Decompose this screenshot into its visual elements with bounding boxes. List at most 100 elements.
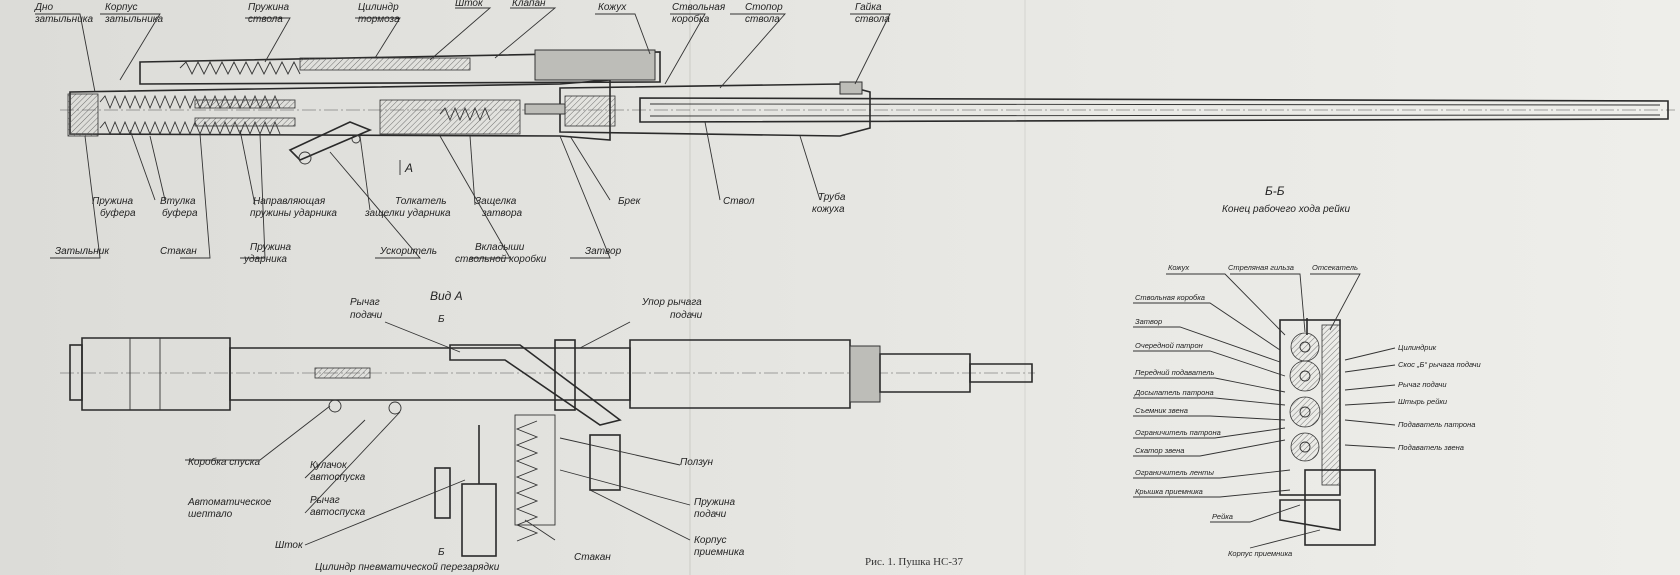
label-accelerator: Ускоритель <box>379 246 437 257</box>
barrel-outline <box>639 97 1669 123</box>
bb-label-next-round: Очередной патрон <box>1135 341 1203 350</box>
bb-label-rack-pin: Штырь рейки <box>1398 397 1448 406</box>
receiver-body-bb <box>1304 469 1376 546</box>
firing-pin-guide <box>194 99 296 109</box>
label-trigger-box: Коробка спуска <box>188 456 260 468</box>
top-labels: Дно затыльника Корпус затыльника Пружина… <box>34 0 890 265</box>
view-a-drawing <box>60 337 1035 557</box>
label-guide-2: пружины ударника <box>250 208 337 219</box>
cut-mark-b-bottom: Б <box>438 547 445 558</box>
label-liners-2: ствольной коробки <box>455 253 547 265</box>
buttplate <box>67 93 99 137</box>
label-receiver-body-2: приемника <box>694 547 745 558</box>
view-a-jacket <box>629 339 851 409</box>
label-guide-1: Направляющая <box>253 196 326 207</box>
section-bb-subtitle: Конец рабочего хода рейки <box>1222 203 1350 215</box>
barrel-nut <box>839 81 863 95</box>
label-cup-a: Стакан <box>574 552 611 563</box>
bb-label-casing: Кожух <box>1168 263 1189 272</box>
label-casing: Кожух <box>598 2 627 13</box>
label-buttplate: Затыльник <box>55 246 110 257</box>
label-receiver-2: коробка <box>672 13 710 25</box>
label-buffer-spring-2: буфера <box>100 207 136 219</box>
bb-label-receiver: Ствольная коробка <box>1135 293 1205 302</box>
bb-label-link-remover: Съемник звена <box>1135 406 1188 415</box>
brake-cylinder <box>139 51 661 85</box>
spent-case <box>1290 332 1320 362</box>
label-valve: Клапан <box>512 0 546 9</box>
section-bb-labels: Б-Б Конец рабочего хода рейки Кожух Ство… <box>1134 184 1482 558</box>
label-pusher-1: Толкатель <box>395 196 447 207</box>
label-butt-body-1: Корпус <box>105 2 138 13</box>
label-feed-spring-2: подачи <box>694 509 727 520</box>
label-auto-lever-1: Рычаг <box>310 495 340 506</box>
trigger-box <box>314 367 371 379</box>
label-receiver-1: Ствольная <box>672 2 726 13</box>
label-rod-a: Шток <box>275 540 304 551</box>
label-firing-spring-2: ударника <box>243 254 287 265</box>
barrel-spring <box>179 60 301 76</box>
figure-caption: Рис. 1. Пушка НС-37 <box>865 556 964 568</box>
view-a-title: Вид А <box>430 289 463 303</box>
view-a-labels: Вид А Б Б Рычаг подачи Упор рычага подач… <box>187 289 745 573</box>
bb-label-receiver-body: Корпус приемника <box>1228 549 1292 558</box>
label-cam-2: автоспуска <box>310 472 366 483</box>
bolt-latch <box>524 103 566 115</box>
bb-label-cylinder: Цилиндрик <box>1398 343 1437 352</box>
round-3 <box>1290 432 1320 462</box>
view-a-leader-lines <box>185 321 691 546</box>
gun-section-view <box>60 49 1675 165</box>
label-lever-stop-1: Упор рычага <box>641 297 702 308</box>
label-pneumatic-cylinder: Цилиндр пневматической перезарядки <box>315 562 500 573</box>
next-round <box>1289 360 1321 392</box>
label-receiver-body-1: Корпус <box>694 535 727 546</box>
view-a-muzzle <box>969 363 1033 383</box>
label-bolt: Затвор <box>585 246 622 257</box>
label-lever-stop-2: подачи <box>670 310 703 321</box>
bb-label-round-limiter: Ограничитель патрона <box>1135 428 1221 437</box>
label-cam-1: Кулачок <box>310 460 348 471</box>
label-liners-1: Вкладыши <box>475 242 525 253</box>
bb-label-link-chute: Скатор звена <box>1135 446 1184 455</box>
label-barrel-nut-2: ствола <box>855 14 890 25</box>
bb-label-front-feeder: Передний подаватель <box>1135 368 1214 377</box>
feed-lever <box>449 344 622 426</box>
label-barrel-stop-1: Стопор <box>745 2 783 13</box>
bb-label-spent-case: Стреляная гильза <box>1228 263 1294 272</box>
bb-label-cutoff: Отсекатель <box>1312 263 1358 272</box>
label-bolt-latch-2: затвора <box>481 208 523 219</box>
label-jacket-tube-1: Труба <box>818 191 846 203</box>
receiver-housing <box>589 434 621 491</box>
label-buffer-sleeve-2: буфера <box>162 207 198 219</box>
casing <box>534 49 656 81</box>
bolt-spring <box>439 106 491 122</box>
label-feed-spring-1: Пружина <box>694 497 736 508</box>
label-slider: Ползун <box>680 457 714 468</box>
accelerator-pivot <box>298 151 312 165</box>
bb-label-bevel: Скос „Б“ рычага подачи <box>1398 360 1482 369</box>
bb-label-link-feeder: Подаватель звена <box>1398 443 1464 452</box>
view-a-rear-body <box>81 337 231 411</box>
bb-label-rammer: Досылатель патрона <box>1134 388 1214 397</box>
cut-mark-b-top: Б <box>438 314 445 325</box>
bb-label-receiver-cover: Крышка приемника <box>1135 487 1203 496</box>
rod <box>299 57 471 71</box>
label-barrel-nut-1: Гайка <box>855 2 882 13</box>
label-brake-cyl-1: Цилиндр <box>358 2 399 13</box>
label-jacket-tube-2: кожуха <box>812 204 845 215</box>
label-brake-cyl-2: тормоза <box>358 14 400 25</box>
label-brek: Брек <box>618 196 642 207</box>
bb-label-belt-limiter: Ограничитель ленты <box>1135 468 1214 477</box>
bb-label-rack: Рейка <box>1212 512 1233 521</box>
feed-spring <box>515 420 539 542</box>
accelerator-lever <box>288 121 373 161</box>
section-mark-a: А <box>404 161 413 175</box>
label-buffer-spring-1: Пружина <box>92 196 134 207</box>
label-barrel-spring-1: Пружина <box>248 2 290 13</box>
label-pusher-2: защелки ударника <box>364 208 451 219</box>
label-buffer-sleeve-1: Втулка <box>160 196 196 207</box>
label-barrel-spring-2: ствола <box>248 14 283 25</box>
section-bb-drawing <box>1279 318 1376 546</box>
